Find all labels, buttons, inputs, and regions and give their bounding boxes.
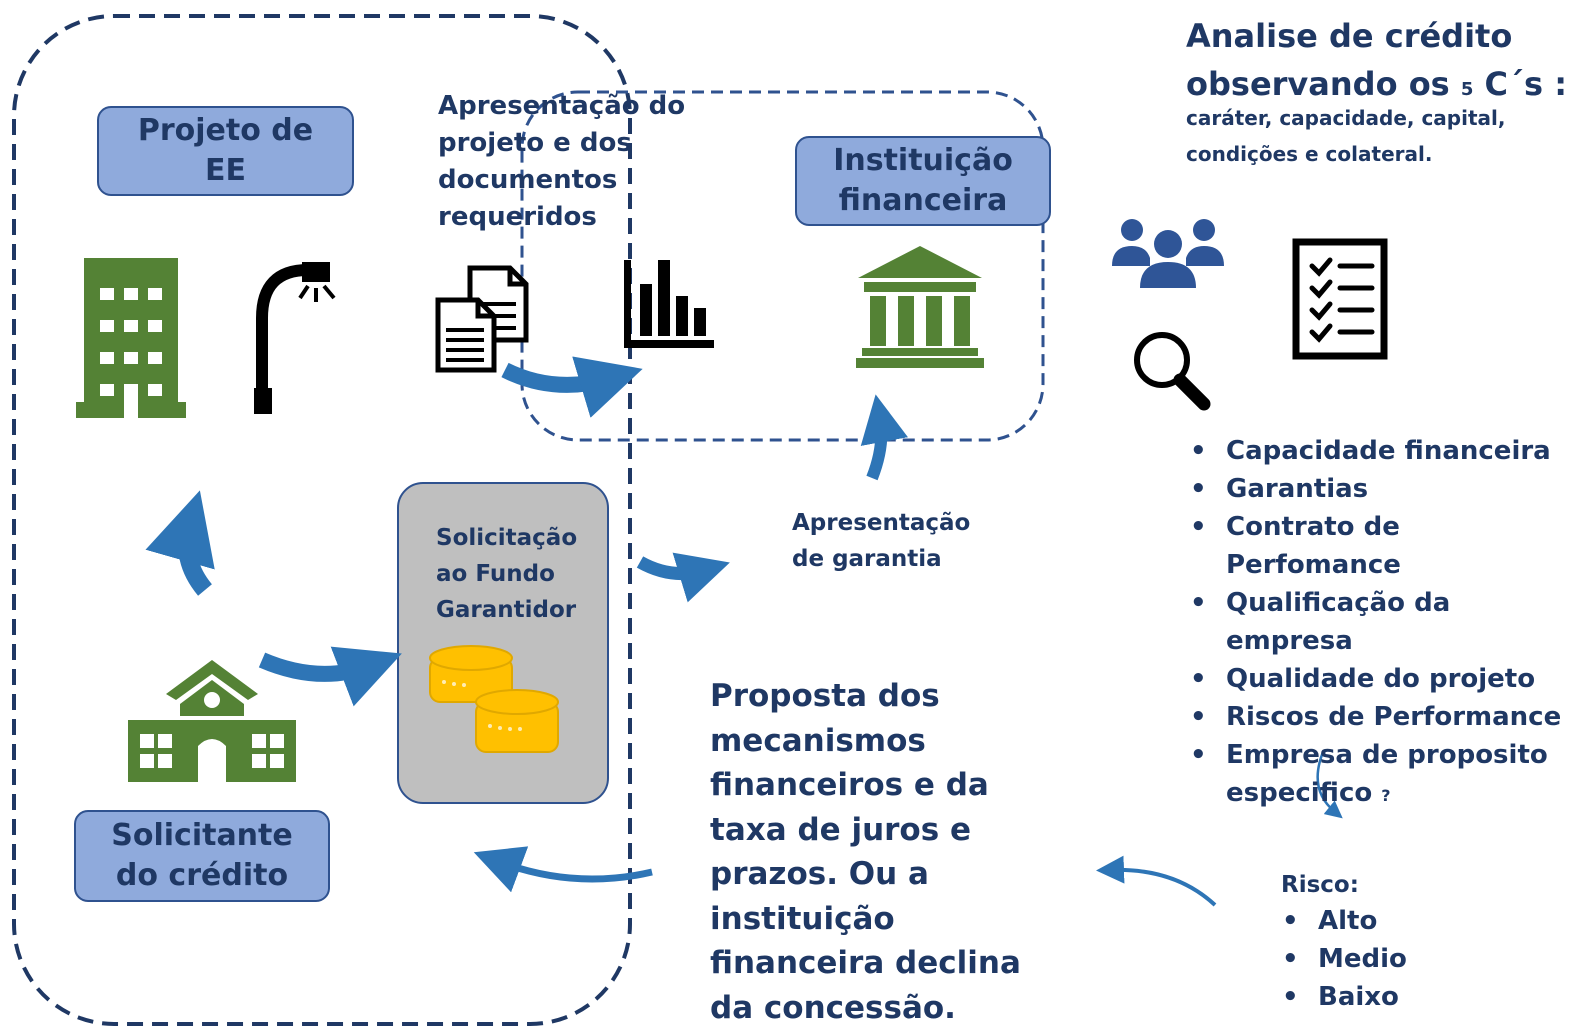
- analysis-title-line1: Analise de crédito: [1186, 17, 1513, 55]
- project-node: Projeto de EE: [97, 106, 354, 196]
- fund-request-label: Solicitação ao Fundo Garantidor: [436, 525, 578, 623]
- coins-icon: [429, 645, 559, 753]
- analysis-title: Analise de crédito observando os 5 C´s :: [1186, 12, 1571, 114]
- criteria-list: Capacidade financeira Garantias Contrato…: [1184, 432, 1574, 815]
- analysis-title-line2: observando os 5 C´s :: [1186, 60, 1571, 114]
- people-icon: [1112, 219, 1224, 288]
- criteria-item: Garantias: [1184, 470, 1574, 508]
- criteria-item: Qualidade do projeto: [1184, 660, 1574, 698]
- criteria-item: Contrato de Perfomance: [1184, 508, 1574, 584]
- arrow-fund-to-guarantee: [636, 552, 730, 603]
- risk-level: Baixo: [1276, 978, 1476, 1016]
- documents-icon: [435, 265, 529, 373]
- criteria-item: Qualificação da empresa: [1184, 584, 1574, 660]
- institution-node: Instituição financeira: [795, 136, 1051, 226]
- institution-region: [520, 90, 1045, 442]
- checklist-icon: [1292, 238, 1388, 360]
- institution-label: Instituição financeira: [833, 143, 1013, 218]
- analysis-cs: C´s :: [1484, 65, 1567, 103]
- bar-chart-icon: [624, 260, 714, 348]
- criteria-item: Riscos de Performance: [1184, 698, 1574, 736]
- arrow-proposal-to-requester: [473, 846, 653, 893]
- presentation-docs-label: Apresentação do projeto e dos documentos…: [438, 91, 686, 232]
- requester-label: Solicitante do crédito: [111, 818, 293, 893]
- question-mark: ?: [1381, 786, 1391, 805]
- project-label: Projeto de EE: [137, 113, 314, 188]
- risk-level: Medio: [1276, 940, 1476, 978]
- criteria-item: Capacidade financeira: [1184, 432, 1574, 470]
- bank-icon: [856, 246, 984, 368]
- arrow-requester-to-fund: [258, 646, 402, 707]
- requester-node: Solicitante do crédito: [74, 810, 330, 902]
- requester-region: [12, 14, 632, 1026]
- arrow-requester-to-project: [145, 490, 215, 596]
- criteria-item: Empresa de proposito especifico ?: [1184, 736, 1574, 815]
- proposal-label: Proposta dos mecanismos financeiros e da…: [710, 678, 1021, 1026]
- analysis-five: 5: [1460, 79, 1474, 100]
- risk-level: Alto: [1276, 902, 1476, 940]
- analysis-title-text: observando os: [1186, 65, 1450, 103]
- school-icon: [128, 660, 296, 782]
- guarantee-label: Apresentação de garantia: [792, 510, 971, 572]
- arrow-guarantee-to-institution: [860, 394, 908, 481]
- building-icon: [76, 258, 186, 418]
- arrow-docs-to-institution: [501, 356, 643, 418]
- criteria-item-text: Empresa de proposito especifico: [1226, 740, 1548, 808]
- analysis-subtitle: caráter, capacidade, capital, condições …: [1186, 106, 1506, 166]
- street-lamp-icon: [254, 262, 336, 414]
- magnifier-icon: [1134, 332, 1211, 411]
- risk-list: Alto Medio Baixo: [1276, 902, 1476, 1016]
- risk-title: Risco:: [1281, 872, 1359, 898]
- arrow-risk-to-proposal: [1096, 855, 1217, 907]
